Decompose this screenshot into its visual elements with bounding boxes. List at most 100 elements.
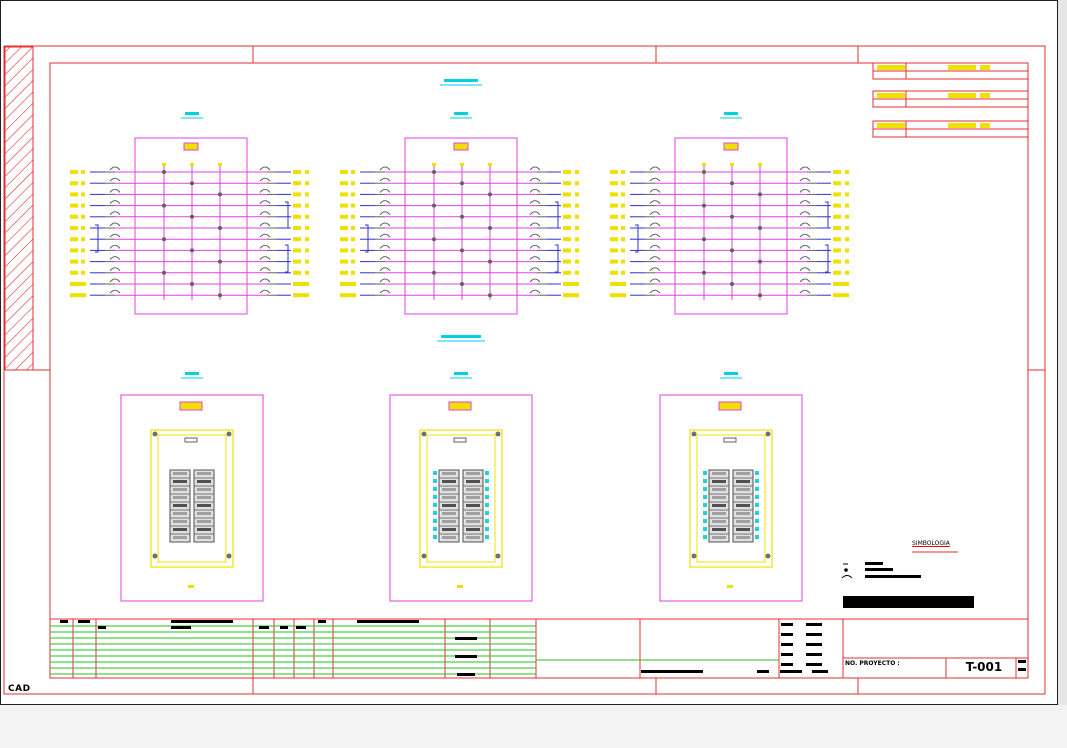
ground-dot bbox=[218, 259, 222, 264]
revision-label bbox=[948, 93, 976, 98]
breaker-symbol bbox=[259, 256, 271, 260]
circuit-label bbox=[833, 270, 841, 275]
signature-text bbox=[806, 623, 822, 626]
cyan-breaker-tag bbox=[755, 487, 759, 491]
ground-dot bbox=[702, 170, 706, 174]
circuit-label bbox=[621, 270, 625, 275]
panel-frame-outer bbox=[419, 429, 503, 568]
circuit-label bbox=[305, 181, 309, 186]
circuit-label bbox=[845, 248, 849, 253]
breaker-symbol bbox=[379, 244, 391, 249]
cyan-breaker-tag bbox=[755, 511, 759, 515]
signature-text bbox=[806, 643, 822, 646]
cyan-breaker-tag bbox=[433, 471, 437, 475]
panel-tag bbox=[453, 142, 469, 151]
circuit-label bbox=[621, 170, 625, 174]
panel-title-1 bbox=[185, 112, 199, 115]
breaker-handle bbox=[442, 520, 456, 523]
breaker-symbol bbox=[529, 233, 541, 238]
circuit-label bbox=[70, 192, 78, 197]
panel-box bbox=[134, 137, 248, 315]
breaker-symbol bbox=[649, 289, 661, 294]
breaker-handle bbox=[442, 504, 456, 507]
breaker-symbol bbox=[259, 244, 271, 249]
cyan-breaker-tag bbox=[755, 503, 759, 507]
panel-screw bbox=[495, 431, 501, 437]
revision-label bbox=[877, 65, 905, 70]
cyan-breaker-tag bbox=[485, 511, 489, 515]
breaker-symbol bbox=[259, 278, 271, 283]
circuit-label bbox=[621, 248, 625, 253]
panel-title-2 bbox=[454, 112, 468, 115]
sheet-shadow-right bbox=[1058, 0, 1067, 748]
breaker-symbol bbox=[259, 166, 271, 171]
breaker-symbol bbox=[379, 200, 391, 204]
circuit-label bbox=[563, 214, 571, 219]
circuit-label bbox=[293, 192, 301, 197]
breaker-handle bbox=[712, 504, 726, 507]
ground-dot bbox=[218, 293, 222, 298]
panel-title-3 bbox=[724, 112, 738, 115]
circuit-label bbox=[563, 226, 571, 230]
circuit-label bbox=[563, 248, 571, 253]
circuit-label bbox=[575, 237, 579, 242]
revision-label bbox=[877, 123, 905, 128]
breaker-handle bbox=[466, 496, 480, 499]
breaker-symbol bbox=[799, 166, 811, 171]
ground-dot bbox=[488, 259, 492, 264]
circuit-label bbox=[610, 293, 626, 298]
bus-label bbox=[460, 163, 464, 166]
breaker-symbol bbox=[529, 166, 541, 171]
breaker-symbol bbox=[799, 278, 811, 283]
ground-dot bbox=[432, 170, 436, 174]
circuit-label bbox=[610, 237, 618, 242]
breaker-symbol bbox=[379, 233, 391, 238]
panel-screw bbox=[226, 431, 232, 437]
revision-label bbox=[877, 93, 905, 98]
breaker-symbol bbox=[649, 267, 661, 272]
breaker-handle bbox=[736, 480, 750, 483]
panel-box bbox=[674, 137, 788, 315]
breaker-handle bbox=[442, 472, 456, 475]
panel-screw bbox=[495, 553, 501, 559]
cyan-breaker-tag bbox=[433, 503, 437, 507]
circuit-label bbox=[351, 248, 355, 253]
cyan-breaker-tag bbox=[433, 519, 437, 523]
circuit-label bbox=[340, 192, 348, 197]
breaker-handle bbox=[466, 528, 480, 531]
panel-latch bbox=[184, 437, 198, 443]
panel-latch bbox=[453, 437, 467, 443]
cyan-breaker-tag bbox=[433, 487, 437, 491]
cyan-breaker-tag bbox=[703, 495, 707, 499]
title-block-text bbox=[171, 620, 233, 623]
circuit-label bbox=[833, 248, 841, 253]
circuit-label bbox=[293, 203, 301, 208]
ground-dot bbox=[218, 192, 222, 197]
breaker-handle bbox=[197, 528, 211, 531]
cyan-breaker-tag bbox=[755, 479, 759, 483]
circuit-label bbox=[621, 214, 625, 219]
circuit-label bbox=[610, 226, 618, 230]
breaker-handle bbox=[197, 472, 211, 475]
breaker-handle bbox=[197, 504, 211, 507]
cyan-breaker-tag bbox=[485, 471, 489, 475]
circuit-label bbox=[305, 170, 309, 174]
grouping-bracket bbox=[285, 244, 289, 273]
breaker-handle bbox=[466, 520, 480, 523]
breaker-handle bbox=[173, 528, 187, 531]
breaker-handle bbox=[173, 472, 187, 475]
breaker-symbol bbox=[649, 166, 661, 171]
signature-text bbox=[781, 663, 793, 666]
breaker-symbol bbox=[259, 188, 271, 193]
panel-screw bbox=[226, 553, 232, 559]
title-block bbox=[49, 618, 1029, 679]
breaker-handle bbox=[442, 488, 456, 491]
circuit-label bbox=[305, 192, 309, 197]
circuit-label bbox=[340, 270, 348, 275]
panel-iso-title-3 bbox=[724, 372, 738, 375]
circuit-label bbox=[833, 181, 841, 186]
ground-dot bbox=[432, 203, 436, 208]
ground-dot bbox=[488, 226, 492, 230]
breaker-symbol bbox=[649, 278, 661, 283]
